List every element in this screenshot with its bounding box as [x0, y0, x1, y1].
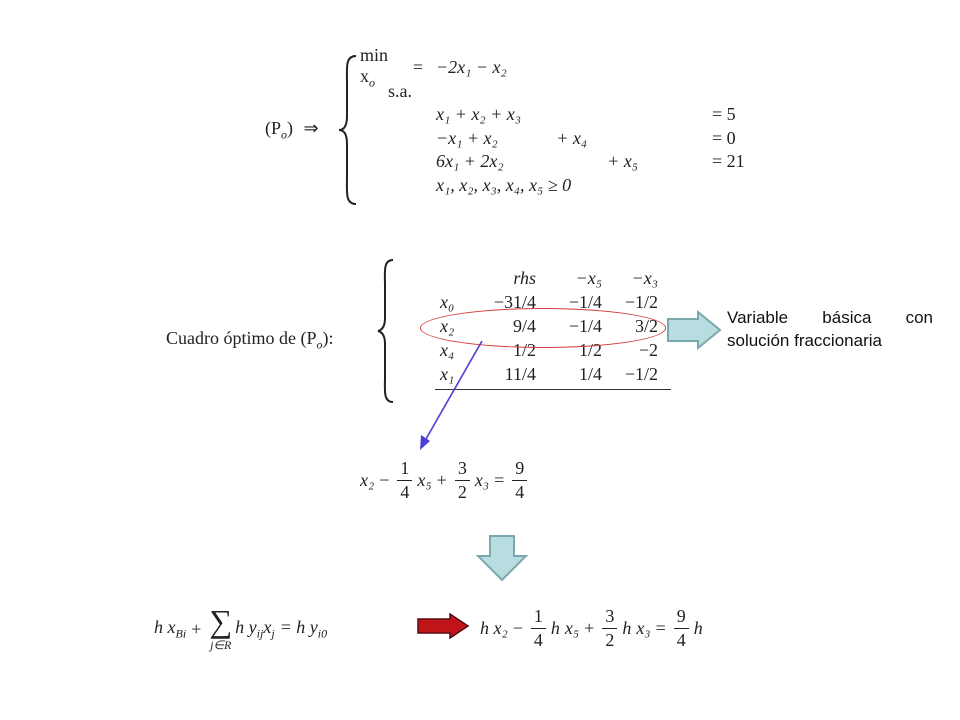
tableau-brace — [377, 259, 394, 403]
tableau-cell: −31/4 — [493, 291, 536, 312]
constraint-1-rhs: = 5 — [712, 104, 736, 125]
implies-arrow-icon — [417, 613, 470, 639]
objective-expr: −2x₁ − x₂ — [436, 57, 507, 78]
general-equation: h xBi + ∑ j∈R h yijxj = h yi0 — [154, 603, 328, 652]
tableau-label: Cuadro óptimo de (Po): — [166, 328, 334, 352]
summation: ∑ j∈R — [209, 603, 233, 652]
constraint-2-rhs: = 0 — [712, 127, 736, 148]
right-block-arrow-icon — [667, 310, 722, 350]
annotation-text: Variable básica con solución fraccionari… — [727, 308, 933, 350]
constraint-3: 6x₁ + 2x₂ + x₅ — [436, 151, 639, 172]
constraint-1: x₁ + x₂ + x₃ — [436, 104, 522, 125]
problem-label: (Po) ⇒ — [265, 118, 319, 142]
tableau-underline — [435, 389, 671, 390]
system-rows: min xo = −2x₁ − x₂ s.a. x₁ + x₂ + x₃ = 5… — [360, 45, 766, 197]
pointer-arrow-icon — [420, 340, 483, 450]
objective-rel: = — [412, 57, 424, 78]
tableau-row-label: x₀ — [440, 291, 455, 312]
tableau-cell: −1/2 — [624, 363, 658, 384]
constraint-2: −x₁ + x₂ + x₄ — [436, 127, 588, 148]
tableau-header-cell: rhs — [513, 267, 536, 288]
tableau-row-label: x₁ — [440, 363, 455, 384]
objective-lhs: min xo — [360, 44, 389, 90]
tableau-row-label: x₄ — [440, 339, 455, 360]
nonnegativity: x₁, x₂, x₃, x₄, x₅ ≥ 0 — [436, 174, 572, 195]
down-block-arrow-icon — [476, 535, 528, 582]
tableau-cell: −1/4 — [568, 291, 602, 312]
tableau-cell: −2 — [638, 339, 658, 360]
tableau-cell: 1/4 — [578, 363, 602, 384]
constraint-3-rhs: = 21 — [712, 151, 745, 172]
tableau-header-cell: −x₅ — [575, 267, 602, 288]
primal-problem: (Po) ⇒ min xo = −2x₁ − x₂ s.a. x₁ + x₂ +… — [265, 45, 785, 210]
tableau-cell: −1/2 — [624, 291, 658, 312]
subject-to: s.a. — [388, 80, 412, 101]
tableau-header-cell: −x₃ — [631, 267, 658, 288]
system-brace — [338, 55, 357, 205]
tableau-cell: 11/4 — [504, 363, 536, 384]
highlight-ellipse — [420, 308, 666, 348]
